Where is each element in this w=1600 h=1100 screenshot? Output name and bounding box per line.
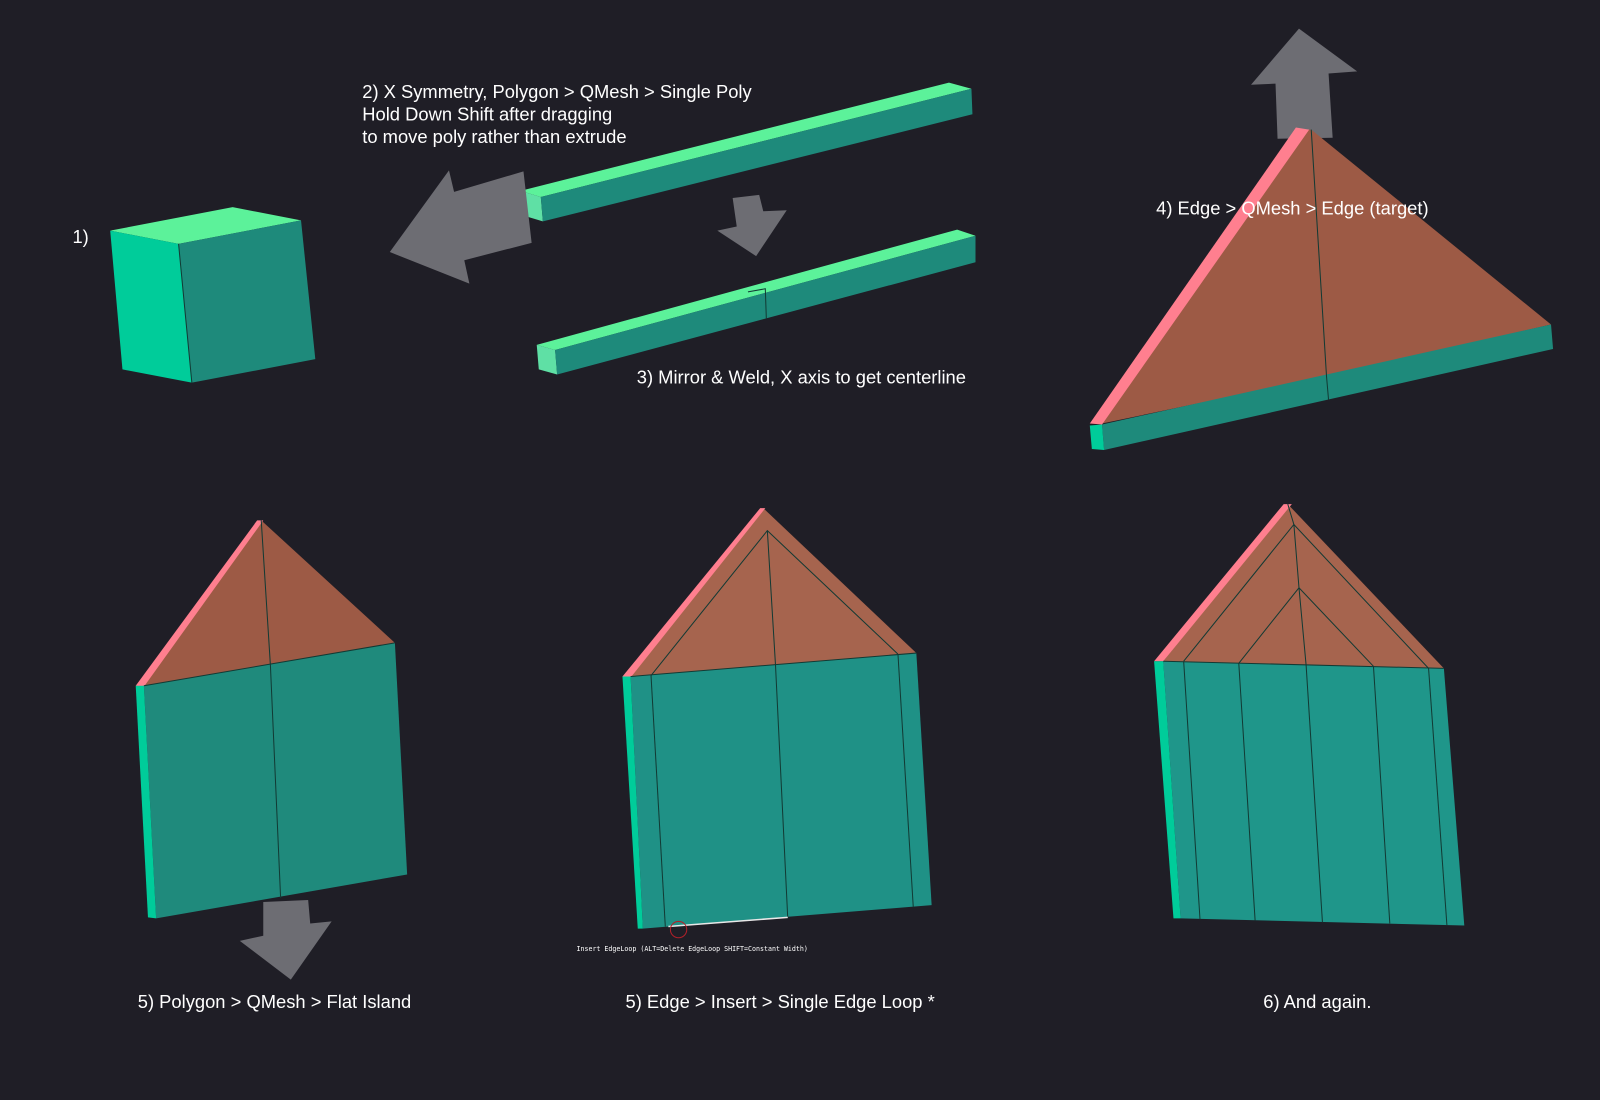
insert-edgeloop-tooltip: Insert EdgeLoop (ALT=Delete EdgeLoop SHI… <box>577 945 808 953</box>
step6-label: 6) And again. <box>1263 991 1371 1012</box>
arrow-down-icon <box>717 194 787 257</box>
step2-label-line1: 2) X Symmetry, Polygon > QMesh > Single … <box>362 81 752 102</box>
arrow-left-down-icon <box>389 170 532 284</box>
step6-house <box>1154 503 1465 926</box>
step5a-label: 5) Polygon > QMesh > Flat Island <box>138 991 412 1012</box>
cursor-circle-icon <box>669 920 688 939</box>
arrow-down-icon <box>239 900 332 980</box>
step3-label: 3) Mirror & Weld, X axis to get centerli… <box>637 367 966 388</box>
step5a-house <box>135 520 408 919</box>
arrow-up-icon <box>1251 28 1358 139</box>
step3-mirrored-bar <box>536 229 976 375</box>
step2-label-line3: to move poly rather than extrude <box>362 126 626 147</box>
step5b-label: 5) Edge > Insert > Single Edge Loop * <box>626 991 935 1012</box>
step5b-house <box>622 508 932 939</box>
step2-label-line2: Hold Down Shift after dragging <box>362 103 612 124</box>
step4-roof-triangle <box>1089 127 1554 450</box>
step1-label: 1) <box>72 226 88 247</box>
step1-cube <box>110 207 316 383</box>
step4-label: 4) Edge > QMesh > Edge (target) <box>1156 197 1428 218</box>
